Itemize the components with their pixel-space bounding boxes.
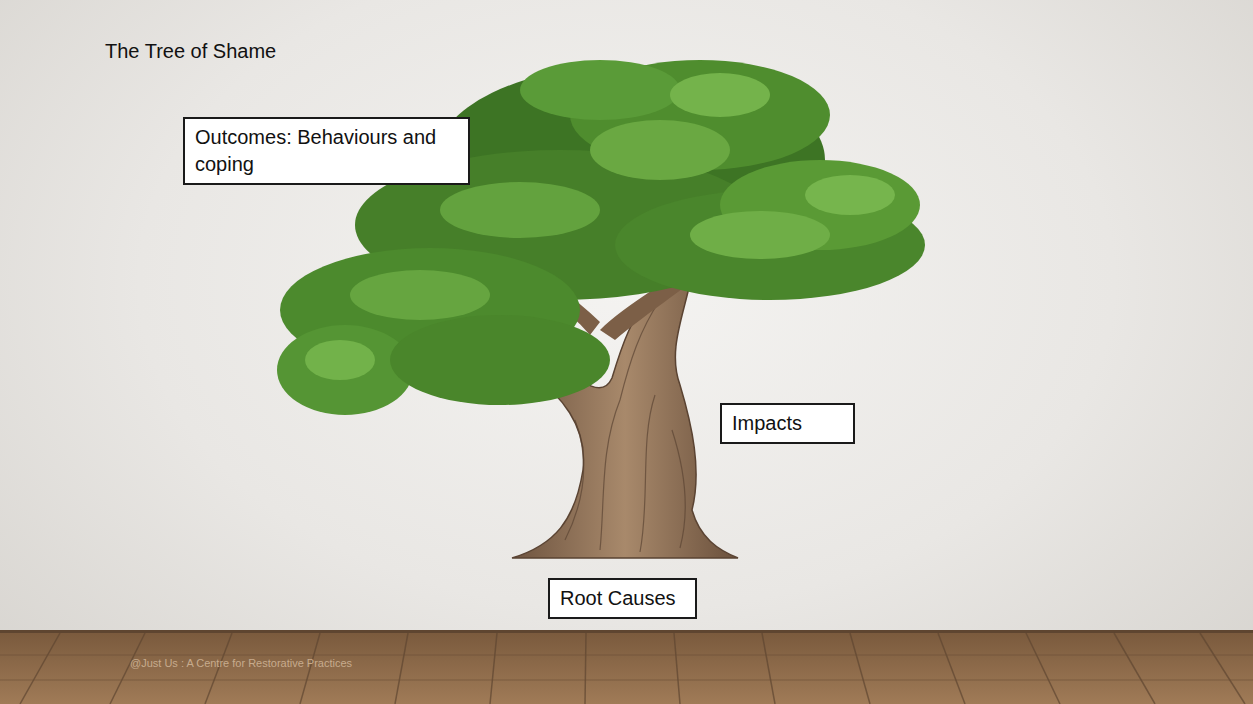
watermark: @Just Us : A Centre for Restorative Prac… <box>130 657 352 669</box>
slide-title: The Tree of Shame <box>105 40 276 63</box>
label-box: Impacts <box>720 403 855 444</box>
box-text: Outcomes: Behaviours and coping <box>195 126 436 175</box>
label-box: Outcomes: Behaviours and coping <box>183 117 470 185</box>
box-text: Impacts <box>732 412 802 434</box>
box-text: Root Causes <box>560 587 676 609</box>
label-box: Root Causes <box>548 578 697 619</box>
